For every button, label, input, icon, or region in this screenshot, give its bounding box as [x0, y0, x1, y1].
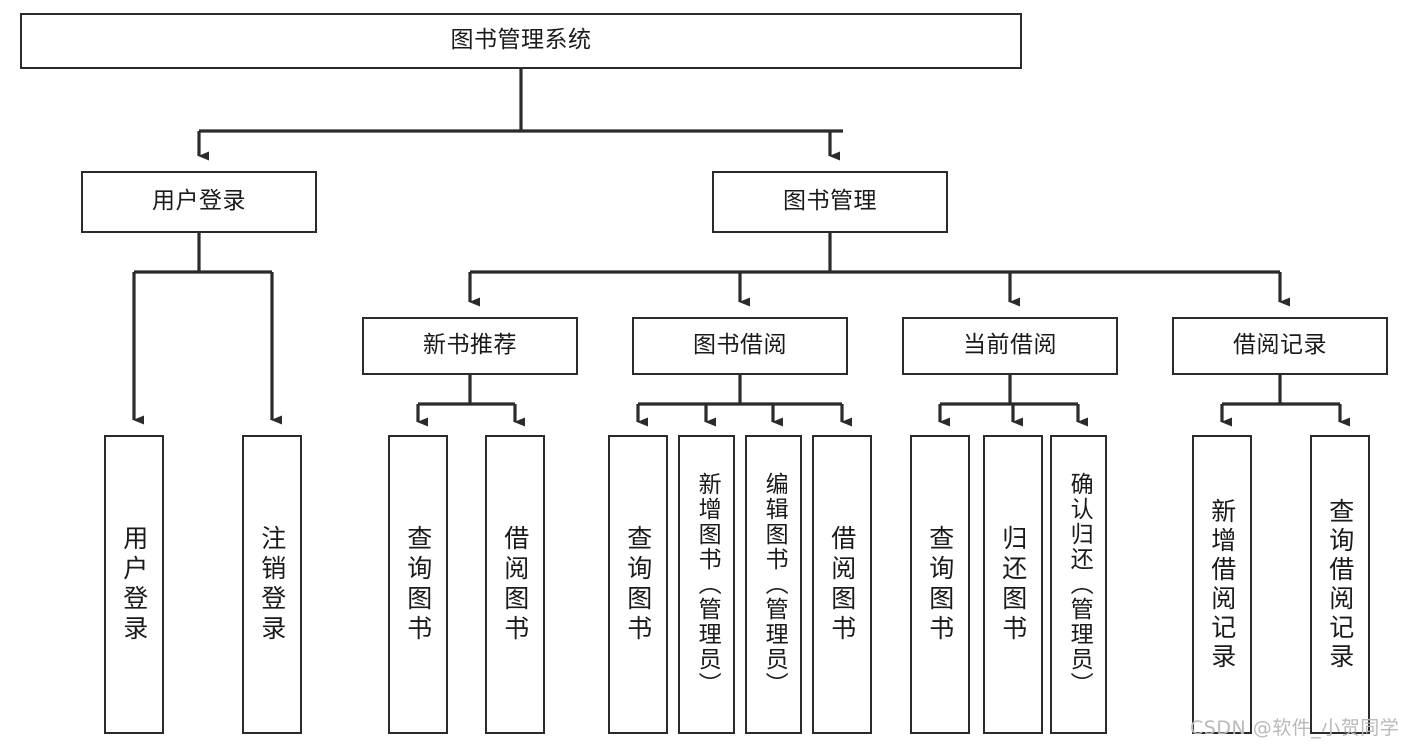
node-label: 图书管理 — [783, 188, 877, 215]
leaf-record-query-borrow-record[interactable]: 查询借阅记录 — [1310, 435, 1370, 734]
node-label: 归还图书 — [998, 524, 1028, 645]
leaf-currentborrow-return-book[interactable]: 归还图书 — [983, 435, 1043, 734]
node-label: 查询图书 — [403, 524, 433, 645]
node-label: 注销登录 — [257, 524, 287, 645]
node-label: 确认归还（管理员） — [1066, 472, 1093, 697]
node-label: 新书推荐 — [423, 332, 517, 359]
node-new-book-recommendation[interactable]: 新书推荐 — [362, 317, 578, 375]
node-label: 编辑图书（管理员） — [761, 472, 788, 697]
leaf-user-login[interactable]: 用户登录 — [104, 435, 164, 734]
leaf-bookborrow-query-book[interactable]: 查询图书 — [608, 435, 668, 734]
csdn-watermark: CSDN @软件_小贺同学 — [1190, 717, 1400, 739]
node-label: 用户登录 — [152, 188, 246, 215]
node-label: 查询图书 — [925, 524, 955, 645]
node-label: 查询借阅记录 — [1325, 497, 1355, 672]
node-label: 借阅记录 — [1233, 332, 1327, 359]
leaf-currentborrow-confirm-return-admin[interactable]: 确认归还（管理员） — [1050, 435, 1107, 734]
node-borrowing-record[interactable]: 借阅记录 — [1172, 317, 1388, 375]
node-label: 当前借阅 — [963, 332, 1057, 359]
node-book-borrowing[interactable]: 图书借阅 — [632, 317, 848, 375]
node-label: 借阅图书 — [827, 524, 857, 645]
node-label: 新增借阅记录 — [1207, 497, 1237, 672]
leaf-currentborrow-query-book[interactable]: 查询图书 — [910, 435, 970, 734]
node-label: 图书借阅 — [693, 332, 787, 359]
node-label: 图书管理系统 — [450, 27, 592, 54]
node-book-management[interactable]: 图书管理 — [712, 171, 948, 233]
node-label: 用户登录 — [119, 524, 149, 645]
leaf-newbook-borrow-book[interactable]: 借阅图书 — [485, 435, 545, 734]
leaf-record-add-borrow-record[interactable]: 新增借阅记录 — [1192, 435, 1252, 734]
leaf-bookborrow-add-book-admin[interactable]: 新增图书（管理员） — [678, 435, 735, 734]
leaf-logout[interactable]: 注销登录 — [242, 435, 302, 734]
node-label: 借阅图书 — [500, 524, 530, 645]
node-current-borrowing[interactable]: 当前借阅 — [902, 317, 1118, 375]
node-label: 新增图书（管理员） — [694, 472, 721, 697]
leaf-bookborrow-edit-book-admin[interactable]: 编辑图书（管理员） — [745, 435, 802, 734]
node-root-system[interactable]: 图书管理系统 — [20, 13, 1022, 69]
node-label: 查询图书 — [623, 524, 653, 645]
leaf-bookborrow-borrow-book[interactable]: 借阅图书 — [812, 435, 872, 734]
node-user-login[interactable]: 用户登录 — [81, 171, 317, 233]
leaf-newbook-query-book[interactable]: 查询图书 — [388, 435, 448, 734]
